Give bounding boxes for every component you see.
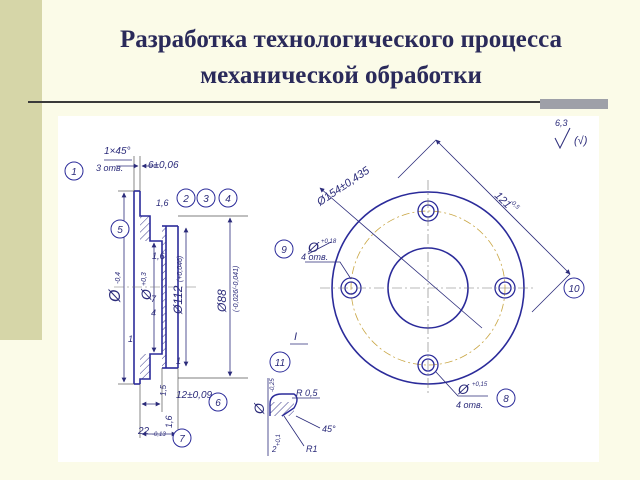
hole-callout-1-text: 4 отв.	[301, 252, 328, 262]
detail-view-I: I Ø -0,25 R 0,5 45° R1 +0,1 2	[251, 331, 336, 456]
detail-profile	[269, 393, 298, 417]
dim-4: 4	[151, 308, 156, 318]
dim-bore-tol: +0,3	[141, 272, 148, 286]
hole-callout-2-text: 4 отв.	[456, 400, 483, 410]
side-section-view: 1×45° 3 отв. 6±0,06 Ø -0,4 Ø +0,3 Ø112 (…	[96, 146, 248, 438]
roughness-1-6-b: 1,6	[152, 251, 165, 261]
dim-chamfer-top: 1×45°	[104, 146, 131, 157]
dim-bore-diameter: Ø	[138, 288, 154, 301]
roughness-check-icon	[554, 127, 571, 150]
roughness-1-6-a: 1,6	[156, 198, 169, 208]
dim-outer-diameter: Ø	[107, 288, 124, 303]
detail-chamfer: 45°	[322, 424, 336, 434]
dim-121-lines	[397, 139, 571, 313]
detail-radius-1: R1	[306, 444, 318, 454]
callout-9: 9	[274, 239, 294, 259]
svg-text:10: 10	[568, 284, 580, 295]
callout-1: 1	[64, 161, 84, 181]
technical-drawing-sheet: 1×45° 3 отв. 6±0,06 Ø -0,4 Ø +0,3 Ø112 (…	[58, 116, 599, 462]
dim-1-bottom: 1	[128, 334, 133, 344]
callout-6: 6	[208, 392, 228, 412]
dim-1-top: 1	[176, 356, 181, 366]
dim-12: 12±0,09	[176, 390, 213, 401]
callout-7: 7	[172, 428, 192, 448]
detail-small-tol: +0,1	[276, 434, 282, 446]
extension-lines	[118, 156, 248, 438]
dim-7: 7	[151, 294, 157, 304]
detail-dia-tol: -0,25	[270, 378, 276, 392]
svg-text:7: 7	[179, 434, 185, 445]
dim-pcd: Ø154±0,435	[314, 164, 372, 209]
detail-hatch	[270, 402, 294, 416]
svg-text:8: 8	[503, 394, 509, 405]
hole-callout-2-symbol: Ø	[457, 381, 470, 397]
svg-text:6: 6	[215, 398, 221, 409]
detail-dia-symbol: Ø	[251, 402, 267, 415]
dim-1-5: 1,5	[159, 384, 168, 396]
callout-3: 3	[196, 188, 216, 208]
section-hatch-bore	[162, 226, 166, 368]
callout-2: 2	[176, 188, 196, 208]
dim-diameter-88: Ø88	[215, 289, 229, 313]
callout-4: 4	[218, 188, 238, 208]
dim-22: 22	[137, 426, 150, 437]
pcd-leader	[319, 187, 483, 329]
svg-text:11: 11	[275, 358, 285, 369]
detail-radius-05: R 0,5	[296, 388, 319, 398]
detail-chamfer-leader	[295, 415, 321, 429]
hole-callout-2-tol: +0,15	[472, 382, 488, 388]
general-roughness-paren: (√)	[574, 135, 588, 147]
dim-chamfer-holes: 3 отв.	[96, 163, 123, 173]
callout-10: 10	[563, 277, 585, 299]
dim-121: 121	[492, 190, 513, 211]
hole-callout-2-leader	[435, 371, 488, 397]
hole-callout-1-leader	[305, 241, 352, 280]
section-hatch-top	[140, 216, 150, 241]
dim-thickness: 6±0,06	[148, 160, 179, 171]
dim-diameter-112-tol: (+0,046)	[177, 256, 184, 282]
title-divider	[28, 101, 596, 103]
hole-callout-1-symbol: Ø	[307, 239, 320, 255]
callout-11: 11	[269, 351, 291, 373]
title-divider-accent	[540, 99, 608, 109]
svg-text:9: 9	[281, 245, 287, 256]
section-hatch-bottom	[140, 354, 150, 379]
side-accent-bar	[0, 0, 42, 340]
general-roughness-value: 6,3	[555, 118, 568, 128]
callout-balloons: 1 2 3 4 5 6 7 8 9 10 11	[64, 161, 585, 448]
svg-text:1: 1	[71, 167, 77, 178]
slide-title-line-1: Разработка технологического процесса	[119, 26, 563, 53]
dim-diameter-88-tol: (-0,026/-0,041)	[233, 266, 240, 312]
callout-8: 8	[496, 388, 516, 408]
detail-label: I	[294, 331, 297, 343]
technical-drawing: 1×45° 3 отв. 6±0,06 Ø -0,4 Ø +0,3 Ø112 (…	[64, 118, 588, 456]
dim-22-tol: -0,13	[152, 432, 166, 438]
svg-text:3: 3	[203, 194, 209, 205]
svg-text:4: 4	[225, 194, 231, 205]
slide-title-line-2: механической обработки	[200, 62, 482, 89]
hole-callout-1-tol: +0,18	[321, 239, 337, 245]
svg-text:5: 5	[117, 225, 123, 236]
detail-dim-2: 2	[271, 445, 277, 454]
roughness-1-6-c: 1,6	[164, 415, 174, 428]
flange-front-view: 6,3 (√) Ø154±0,435 121 -0,5	[301, 118, 588, 410]
dim-outer-tol: -0,4	[115, 272, 122, 284]
slide-title: Разработка технологического процесса мех…	[42, 22, 640, 94]
front-center-lines	[320, 180, 536, 396]
callout-5: 5	[110, 219, 130, 239]
dim-diameter-112: Ø112	[171, 285, 185, 315]
detail-radius-1-leader	[283, 415, 305, 447]
svg-text:2: 2	[182, 194, 189, 205]
dim-121-tol: -0,5	[509, 199, 521, 211]
